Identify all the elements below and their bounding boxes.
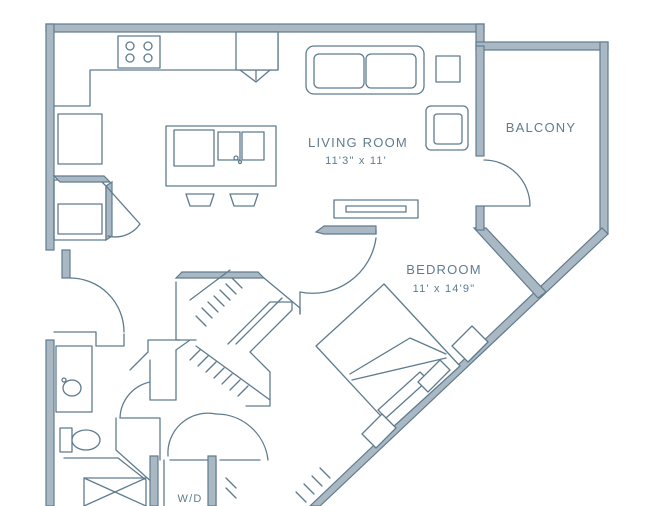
cooktop-icon xyxy=(117,35,161,69)
walk-in-closet xyxy=(189,277,331,503)
laundry: W/D xyxy=(178,493,203,505)
interior-walls xyxy=(52,175,377,506)
side-table xyxy=(435,55,461,83)
living-room-name: LIVING ROOM xyxy=(308,135,408,150)
sink-icon xyxy=(217,131,265,165)
bar-stools xyxy=(185,193,259,207)
tv-console xyxy=(333,199,419,219)
vanity-sink-icon xyxy=(55,345,93,413)
door-swings xyxy=(69,159,531,461)
sofa-icon xyxy=(305,45,425,95)
nightstand-icon xyxy=(361,413,397,449)
dresser-icon xyxy=(417,359,451,393)
kitchen xyxy=(53,31,279,235)
closet-shelves xyxy=(57,113,103,235)
laundry-label: W/D xyxy=(178,493,203,505)
bedroom-name: BEDROOM xyxy=(406,262,482,277)
bed-icon xyxy=(315,283,461,429)
balcony-name: BALCONY xyxy=(506,120,577,135)
refrigerator-icon xyxy=(235,31,279,83)
living-room-dims: 11'3" x 11' xyxy=(325,155,387,167)
living-room-furniture: LIVING ROOM 11'3" x 11' xyxy=(305,45,469,219)
armchair-icon xyxy=(425,105,469,151)
balcony: BALCONY xyxy=(506,120,577,135)
toilet-icon xyxy=(59,427,101,453)
exterior-walls xyxy=(45,23,609,506)
bedroom-dims: 11' x 14'9" xyxy=(413,283,476,295)
bathroom xyxy=(55,345,101,453)
nightstand-icon xyxy=(451,325,489,363)
bedroom: BEDROOM 11' x 14'9" xyxy=(315,262,489,449)
